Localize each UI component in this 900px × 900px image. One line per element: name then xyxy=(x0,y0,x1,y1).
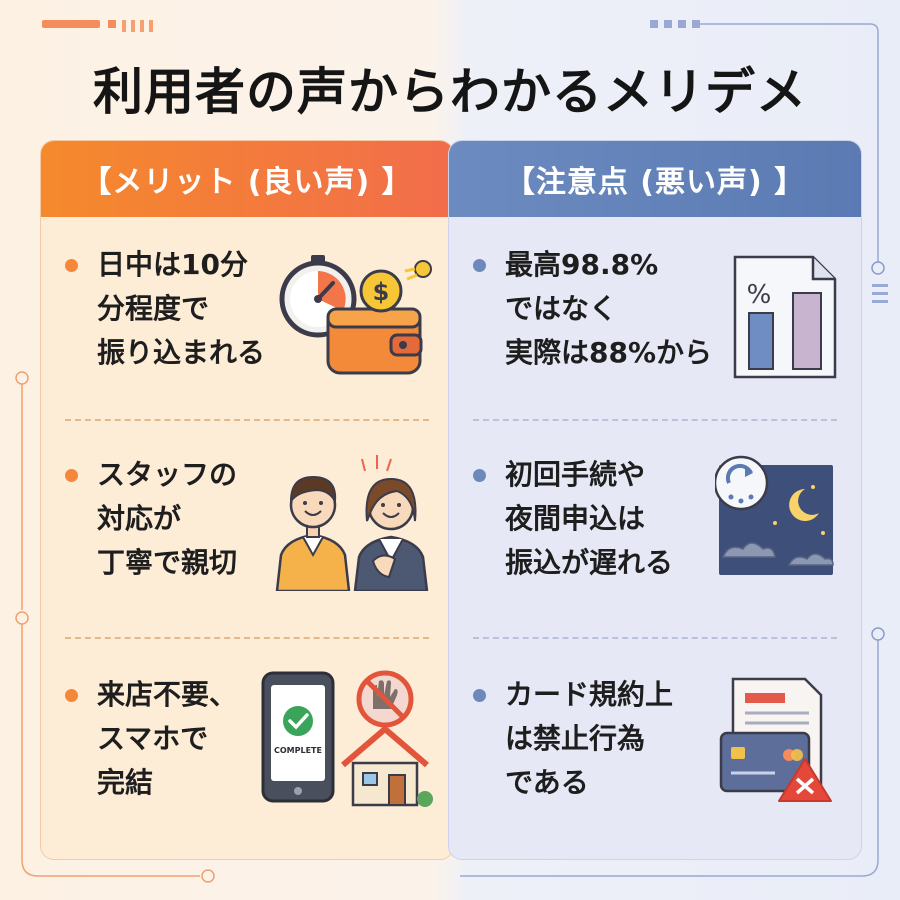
merit-text: 来店不要、 スマホで 完結 xyxy=(97,678,238,799)
merit-item-1: 日中は10分 分程度で 振り込まれる $ xyxy=(41,221,453,431)
coin-symbol: $ xyxy=(373,278,390,306)
bullet-dot xyxy=(473,469,486,482)
caution-text: カード規約上 は禁止行為 である xyxy=(505,678,674,799)
stopwatch-wallet-icon: $ xyxy=(273,243,433,383)
bullet-dot xyxy=(65,259,78,272)
divider xyxy=(65,419,429,421)
divider xyxy=(473,637,837,639)
complete-label: COMPLETE xyxy=(274,746,322,755)
caution-text: 最高98.8% ではなく 実際は88%から xyxy=(505,248,713,369)
caution-item-2: 初回手続や 夜間申込は 振込が遅れる xyxy=(449,431,861,641)
merit-item-3: 来店不要、 スマホで 完結 COMPLETE xyxy=(41,651,453,859)
divider xyxy=(473,419,837,421)
merit-text: スタッフの 対応が 丁寧で親切 xyxy=(97,458,238,579)
bullet-dot xyxy=(473,259,486,272)
staff-icon xyxy=(267,451,437,591)
merit-text: 日中は10分 分程度で 振り込まれる xyxy=(97,248,266,369)
percent-chart-icon: % xyxy=(729,253,841,381)
cautions-panel: 【注意点 (悪い声) 】 最高98.8% ではなく 実際は88%から % 初回手… xyxy=(448,140,862,860)
merits-header: 【メリット (良い声) 】 xyxy=(41,141,453,217)
caution-text: 初回手続や 夜間申込は 振込が遅れる xyxy=(505,458,674,579)
bullet-dot xyxy=(65,689,78,702)
cautions-header: 【注意点 (悪い声) 】 xyxy=(449,141,861,217)
merit-item-2: スタッフの 対応が 丁寧で親切 xyxy=(41,431,453,641)
smartphone-no-visit-icon: COMPLETE xyxy=(259,669,439,809)
merits-panel: 【メリット (良い声) 】 日中は10分 分程度で 振り込まれる $ xyxy=(40,140,454,860)
divider xyxy=(65,637,429,639)
page-title: 利用者の声からわかるメリデメ xyxy=(93,63,807,121)
caution-item-3: カード規約上 は禁止行為 である xyxy=(449,651,861,859)
bullet-dot xyxy=(473,689,486,702)
caution-item-1: 最高98.8% ではなく 実際は88%から % xyxy=(449,221,861,431)
percent-symbol: % xyxy=(747,280,772,310)
bullet-dot xyxy=(65,469,78,482)
card-prohibited-icon xyxy=(715,675,839,805)
night-delay-icon xyxy=(715,453,835,579)
